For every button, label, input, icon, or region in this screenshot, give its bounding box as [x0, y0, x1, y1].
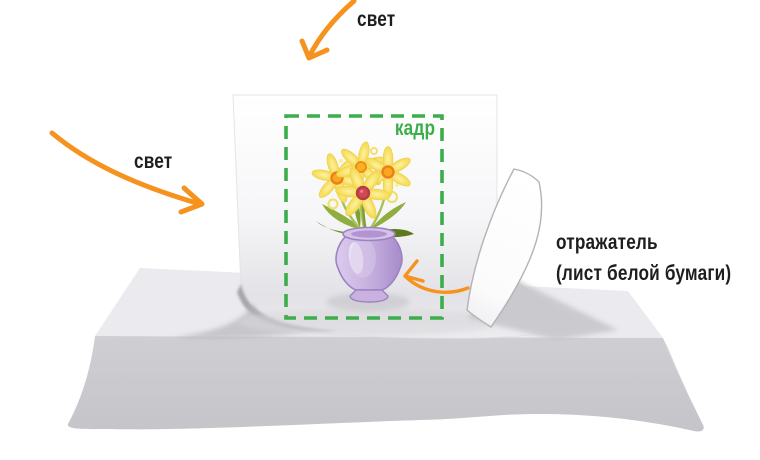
backdrop-bend-shade	[238, 308, 498, 336]
flower-bouquet	[311, 141, 414, 238]
flower-center-red	[335, 167, 391, 219]
vase-highlight	[348, 242, 364, 274]
table-front-cloth	[67, 336, 704, 432]
light-arrow-left-icon	[49, 130, 205, 215]
reflector-sublabel: (лист белой бумаги)	[556, 262, 732, 285]
reflector-label: отражатель	[556, 231, 658, 254]
frame-dashed-border	[284, 114, 444, 320]
frame-label: кадр	[394, 117, 435, 140]
light-label-top: свет	[357, 8, 396, 31]
light-label-side: свет	[134, 150, 173, 173]
table-front-drape-shadow	[663, 338, 702, 423]
light-arrow-top-icon	[299, 0, 357, 61]
reflector-sheet	[466, 168, 543, 328]
reflected-light-arrow-icon	[403, 259, 470, 294]
vase	[335, 226, 403, 303]
vase-foot	[349, 289, 389, 303]
arrows	[49, 0, 470, 294]
vase-rim-inner	[351, 230, 387, 238]
vase-highlight-soft	[350, 238, 376, 278]
